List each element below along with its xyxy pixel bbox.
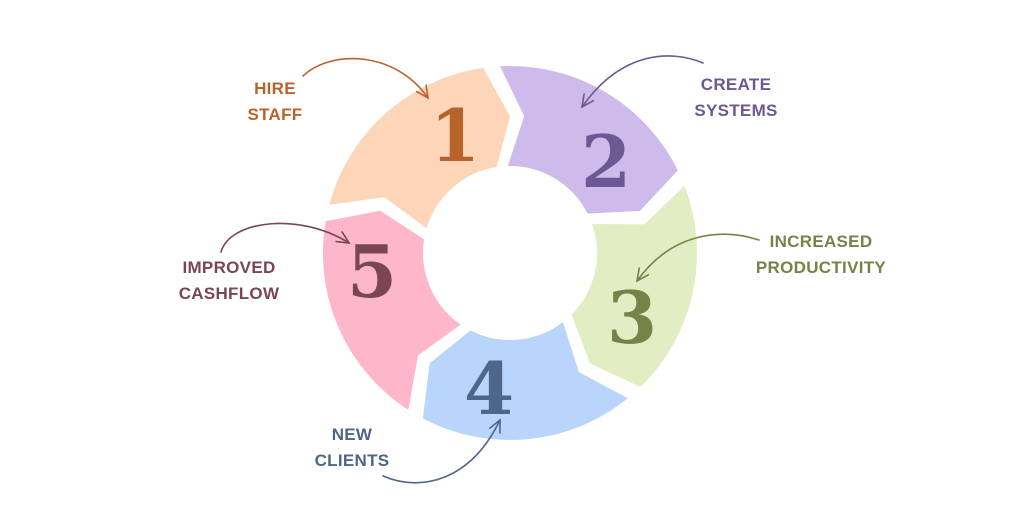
step-label-5: IMPROVED CASHFLOW bbox=[179, 258, 280, 303]
step-label-line: IMPROVED bbox=[182, 258, 275, 277]
cycle-segment-2 bbox=[490, 60, 685, 220]
arrow-icon bbox=[382, 419, 501, 484]
step-label-1: HIRE STAFF bbox=[247, 79, 302, 124]
arrowhead-icon bbox=[580, 93, 595, 109]
step-label-line: CREATE bbox=[701, 75, 771, 94]
step-label-line: NEW bbox=[332, 425, 373, 444]
arrowhead-icon bbox=[489, 418, 501, 434]
cycle-segment-3 bbox=[564, 175, 703, 395]
arrowhead-icon bbox=[635, 267, 650, 283]
cycle-segment-4 bbox=[416, 311, 639, 446]
step-label-line: CLIENTS bbox=[315, 451, 390, 470]
step-label-line: SYSTEMS bbox=[694, 101, 777, 120]
step-label-line: HIRE bbox=[254, 79, 296, 98]
arrowhead-icon bbox=[415, 84, 430, 100]
step-label-line: INCREASED bbox=[770, 232, 873, 251]
step-label-2: CREATE SYSTEMS bbox=[694, 75, 777, 120]
cycle-segment-5 bbox=[317, 204, 472, 420]
cycle-segment-1 bbox=[321, 61, 517, 239]
arrow-icon bbox=[302, 57, 429, 99]
step-label-line: STAFF bbox=[247, 105, 302, 124]
arrow-icon bbox=[636, 233, 760, 282]
arrowhead-icon bbox=[335, 231, 351, 244]
arrow-icon bbox=[220, 222, 350, 253]
step-number-1: 1 bbox=[430, 93, 480, 178]
step-number-5: 5 bbox=[347, 229, 397, 314]
step-number-2: 2 bbox=[581, 119, 631, 204]
step-label-4: NEW CLIENTS bbox=[315, 425, 390, 470]
step-label-3: INCREASED PRODUCTIVITY bbox=[756, 232, 887, 277]
step-label-line: CASHFLOW bbox=[179, 284, 280, 303]
step-number-4: 4 bbox=[464, 346, 514, 431]
arrow-icon bbox=[581, 55, 704, 108]
center-hole bbox=[427, 170, 593, 336]
step-number-3: 3 bbox=[607, 275, 657, 360]
step-label-line: PRODUCTIVITY bbox=[756, 258, 887, 277]
